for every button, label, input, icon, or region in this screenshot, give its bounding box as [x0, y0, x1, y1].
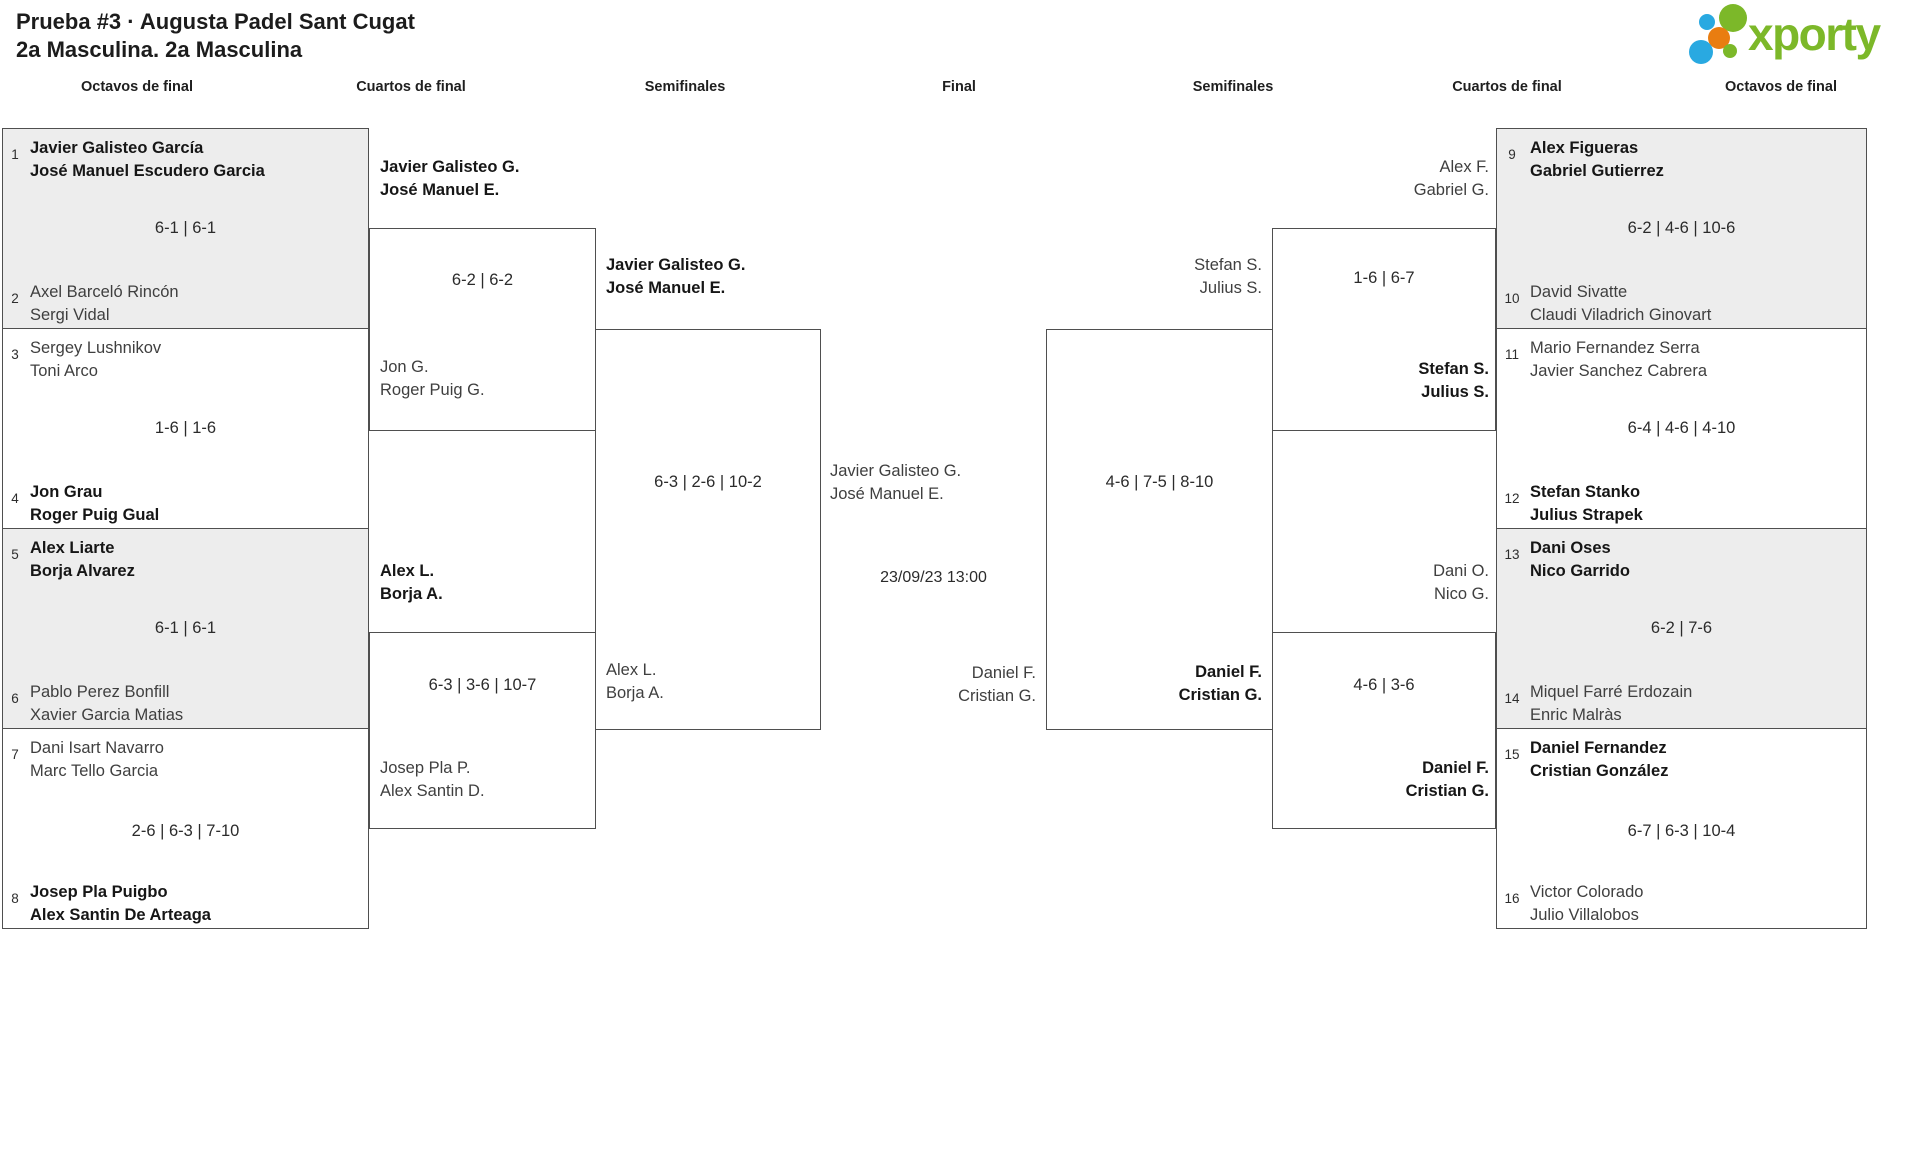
match-box-cuartos-left-2	[369, 632, 596, 829]
xporty-logo[interactable]: xporty	[1686, 4, 1881, 66]
seed-number: 12	[1504, 491, 1520, 506]
match-box-cuartos-right-1	[1272, 228, 1496, 431]
seed-number: 11	[1504, 347, 1519, 362]
seed-number: 10	[1504, 291, 1520, 306]
match-score: 6-2 | 6-2	[451, 271, 514, 289]
team-names: Josep Pla P. Alex Santin D.	[380, 759, 485, 800]
seed-number: 8	[11, 891, 19, 906]
page-title-line1: Prueba #3 · Augusta Padel Sant Cugat	[16, 9, 415, 34]
team-names: Stefan S. Julius S.	[1418, 360, 1489, 401]
match-score: 6-2 | 7-6	[1650, 619, 1713, 637]
xporty-logo-dots-icon	[1689, 4, 1747, 64]
match-score: 6-1 | 6-1	[154, 219, 217, 237]
round-label-octavos-left: Octavos de final	[80, 79, 193, 95]
seed-number: 5	[11, 547, 19, 562]
team-names: Daniel F. Cristian G.	[958, 664, 1036, 705]
round-label-cuartos-left: Cuartos de final	[356, 79, 466, 95]
team-names: Jon Grau Roger Puig Gual	[30, 483, 160, 524]
team-names: Dani Isart Navarro Marc Tello Garcia	[30, 739, 164, 780]
team-names: Stefan S. Julius S.	[1194, 256, 1262, 297]
team-names: Dani Oses Nico Garrido	[1530, 539, 1630, 580]
round-label-cuartos-right: Cuartos de final	[1452, 79, 1562, 95]
match-score: 1-6 | 6-7	[1353, 269, 1415, 287]
seed-number: 15	[1504, 747, 1520, 762]
match-box-semifinal-left	[595, 329, 821, 730]
team-names: Miquel Farré Erdozain Enric Malràs	[1530, 683, 1693, 724]
round-label-semi-left: Semifinales	[644, 79, 726, 95]
team-names: Javier Galisteo García José Manuel Escud…	[30, 139, 265, 180]
match-box-octavos-right-3	[1496, 528, 1867, 729]
team-names: Alex F. Gabriel G.	[1413, 158, 1489, 199]
match-score: 4-6 | 3-6	[1353, 676, 1415, 694]
team-names: Sergey Lushnikov Toni Arco	[30, 339, 162, 380]
team-names: Daniel F. Cristian G.	[1178, 663, 1262, 704]
match-box-semifinal-right	[1046, 329, 1273, 730]
team-names: Dani O. Nico G.	[1433, 562, 1489, 603]
seed-number: 7	[11, 747, 19, 762]
match-score: 6-4 | 4-6 | 4-10	[1627, 419, 1736, 437]
match-score: 4-6 | 7-5 | 8-10	[1105, 473, 1214, 491]
team-names: Daniel F. Cristian G.	[1405, 759, 1489, 800]
team-names: Jon G. Roger Puig G.	[380, 358, 485, 399]
final-datetime: 23/09/23 13:00	[880, 569, 987, 586]
match-box-octavos-right-4	[1496, 728, 1867, 929]
team-names: Axel Barceló Rincón Sergi Vidal	[30, 283, 179, 324]
seed-number: 16	[1504, 891, 1520, 906]
match-box-octavos-left-3	[2, 528, 369, 729]
team-names: Mario Fernandez Serra Javier Sanchez Cab…	[1530, 339, 1708, 380]
seed-number: 1	[11, 147, 19, 162]
seed-number: 6	[11, 691, 19, 706]
team-names: Alex Figueras Gabriel Gutierrez	[1530, 139, 1664, 180]
team-names: Javier Galisteo G. José Manuel E.	[380, 158, 520, 199]
match-score: 6-3 | 2-6 | 10-2	[654, 473, 762, 491]
team-names: Javier Galisteo G. José Manuel E.	[830, 462, 962, 503]
seed-number: 3	[11, 347, 19, 362]
team-names: Alex L. Borja A.	[380, 562, 443, 603]
round-label-octavos-right: Octavos de final	[1724, 79, 1837, 95]
seed-number: 4	[11, 491, 19, 506]
team-names: Stefan Stanko Julius Strapek	[1530, 483, 1643, 524]
round-label-semi-right: Semifinales	[1192, 79, 1274, 95]
seed-number: 9	[1508, 147, 1516, 162]
match-score: 6-1 | 6-1	[154, 619, 217, 637]
team-names: Josep Pla Puigbo Alex Santin De Arteaga	[30, 883, 211, 924]
page-title-line2: 2a Masculina. 2a Masculina	[16, 37, 303, 62]
xporty-logo-text: xporty	[1748, 8, 1881, 60]
page-title: Prueba #3 · Augusta Padel Sant Cugat 2a …	[16, 8, 415, 64]
seed-number: 14	[1504, 691, 1520, 706]
round-label-final: Final	[942, 79, 976, 95]
match-score: 6-3 | 3-6 | 10-7	[428, 676, 537, 694]
team-names: Alex Liarte Borja Alvarez	[30, 539, 135, 580]
match-box-octavos-right-2	[1496, 328, 1867, 529]
match-box-octavos-left-4	[2, 728, 369, 929]
team-names: Daniel Fernandez Cristian González	[1530, 739, 1669, 780]
match-box-octavos-left-1	[2, 128, 369, 329]
match-score: 2-6 | 6-3 | 7-10	[131, 822, 240, 840]
team-names: Victor Colorado Julio Villalobos	[1530, 883, 1644, 924]
match-box-cuartos-right-2	[1272, 632, 1496, 829]
seed-number: 13	[1504, 547, 1520, 562]
seed-number: 2	[11, 291, 19, 306]
match-score: 6-2 | 4-6 | 10-6	[1627, 219, 1736, 237]
match-score: 1-6 | 1-6	[154, 419, 217, 437]
team-names: Pablo Perez Bonfill Xavier Garcia Matias	[30, 683, 184, 724]
match-box-cuartos-left-1	[369, 228, 596, 431]
team-names: David Sivatte Claudi Viladrich Ginovart	[1530, 283, 1712, 324]
team-names: Alex L. Borja A.	[606, 661, 664, 702]
team-names: Javier Galisteo G. José Manuel E.	[606, 256, 746, 297]
match-box-octavos-left-2	[2, 328, 369, 529]
match-score: 6-7 | 6-3 | 10-4	[1627, 822, 1736, 840]
